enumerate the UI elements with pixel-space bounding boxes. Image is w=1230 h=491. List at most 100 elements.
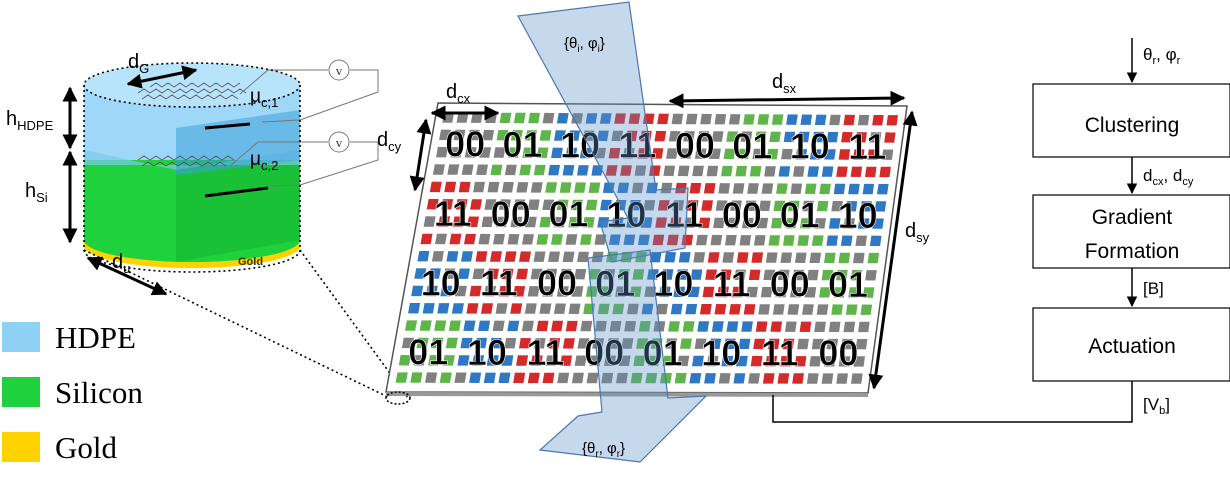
metasurface-cell: [658, 286, 671, 297]
metasurface-cell: [542, 286, 555, 297]
gold-base-label: Gold: [238, 256, 263, 268]
metasurface-cell: [747, 183, 759, 194]
metasurface-cell: [853, 252, 865, 264]
metasurface-cell: [688, 286, 700, 298]
metasurface-cell: [438, 216, 451, 227]
metasurface-cell: [816, 304, 829, 315]
metasurface-cell: [853, 356, 865, 367]
metasurface-cell: [533, 164, 546, 176]
metasurface-cell: [628, 113, 641, 124]
metasurface-cell: [750, 355, 763, 367]
metasurface-cell: [445, 337, 458, 349]
metasurface-cell: [669, 217, 682, 228]
metasurface-cell: [638, 234, 650, 245]
metasurface-cell: [452, 216, 465, 227]
metasurface-cell: [719, 269, 732, 280]
metasurface-cell: [425, 285, 438, 297]
metasurface-cell: [748, 373, 760, 384]
metasurface-cell: [809, 252, 822, 263]
metasurface-cell: [585, 113, 598, 124]
label-mu1: μc,1: [250, 86, 278, 110]
metasurface-cell: [472, 355, 485, 366]
metasurface-cell: [441, 199, 454, 210]
metasurface-cell: [636, 338, 648, 349]
metasurface-cell: [623, 234, 636, 245]
metasurface-cell: [730, 200, 742, 211]
actuation-label: Actuation: [1088, 335, 1176, 358]
control-flowchart: θr, φr Clustering dcx, dcy Gradient Form…: [772, 38, 1230, 423]
metasurface-cell: [577, 251, 589, 263]
metasurface-cell: [821, 166, 834, 177]
metasurface-cell: [690, 269, 703, 280]
metasurface-cell: [758, 304, 770, 315]
metasurface-cell: [625, 130, 638, 142]
metasurface-cell: [401, 337, 414, 349]
metasurface-cell: [783, 131, 796, 143]
metasurface-cell: [666, 148, 678, 159]
metasurface-cell: [553, 216, 566, 228]
coding-label: 00: [818, 333, 858, 374]
metasurface-cell: [589, 355, 602, 366]
metasurface-cell: [614, 113, 626, 124]
metasurface-cell: [635, 251, 647, 263]
metasurface-cell: [681, 234, 694, 246]
dim-arrow-dcy: [409, 118, 432, 192]
metasurface-cell: [486, 355, 499, 366]
metasurface-cell: [528, 112, 540, 124]
metasurface-cell: [451, 303, 464, 314]
actuation-block: [1032, 307, 1230, 382]
metasurface-cell: [821, 269, 834, 281]
metasurface-cell: [794, 356, 807, 367]
metasurface-cell: [689, 183, 702, 194]
metasurface-cell: [478, 233, 491, 245]
metasurface-cell: [516, 268, 528, 280]
metasurface-cell: [507, 234, 520, 245]
metasurface-cell: [668, 321, 680, 332]
label-dsx: dsx: [772, 71, 797, 96]
metasurface-cell: [713, 217, 725, 229]
metasurface-cell: [886, 115, 898, 126]
metasurface-cell: [755, 321, 768, 332]
metasurface-cell: [490, 164, 503, 176]
metasurface-cell: [484, 199, 497, 210]
metasurface-cell: [726, 131, 738, 142]
metasurface-cell: [657, 200, 670, 211]
legend-swatch-gold: [2, 432, 40, 462]
b-label: [B]: [1143, 279, 1164, 298]
metasurface-cell: [454, 372, 467, 383]
coding-label: 01: [502, 124, 542, 165]
metasurface-cell: [660, 182, 673, 194]
metasurface-cell: [799, 321, 812, 332]
metasurface-cell: [728, 114, 741, 125]
metasurface-cell: [809, 356, 822, 367]
metasurface-cell: [504, 338, 517, 349]
metasurface-cell: [554, 303, 566, 314]
metasurface-cell: [742, 217, 754, 229]
metasurface-cell: [680, 338, 692, 349]
metasurface-cell: [704, 373, 716, 384]
metasurface-cell: [765, 252, 778, 263]
metasurface-cell: [860, 304, 873, 315]
metasurface-cell: [826, 132, 839, 143]
metasurface-cell: [678, 252, 691, 263]
metasurface-cell: [499, 112, 512, 124]
metasurface-cell: [792, 269, 805, 281]
metasurface-cell: [568, 303, 581, 314]
metasurface-cell: [413, 355, 426, 366]
metasurface-cell: [472, 268, 485, 279]
metasurface-cell: [519, 338, 531, 349]
metasurface-cell: [522, 234, 534, 245]
metasurface-cell: [841, 132, 853, 143]
metasurface-cell: [568, 130, 581, 141]
metasurface-cell: [709, 148, 721, 159]
metasurface-cell: [507, 147, 520, 158]
label-dg: dG: [128, 51, 149, 76]
metasurface-cell: [667, 234, 679, 246]
metasurface-cell: [510, 216, 523, 228]
metasurface-cell: [476, 164, 488, 175]
metasurface-cell: [457, 355, 470, 366]
metasurface-cell: [781, 148, 793, 160]
gradient-formation-block: [1032, 194, 1230, 269]
metasurface-cell: [764, 166, 776, 177]
